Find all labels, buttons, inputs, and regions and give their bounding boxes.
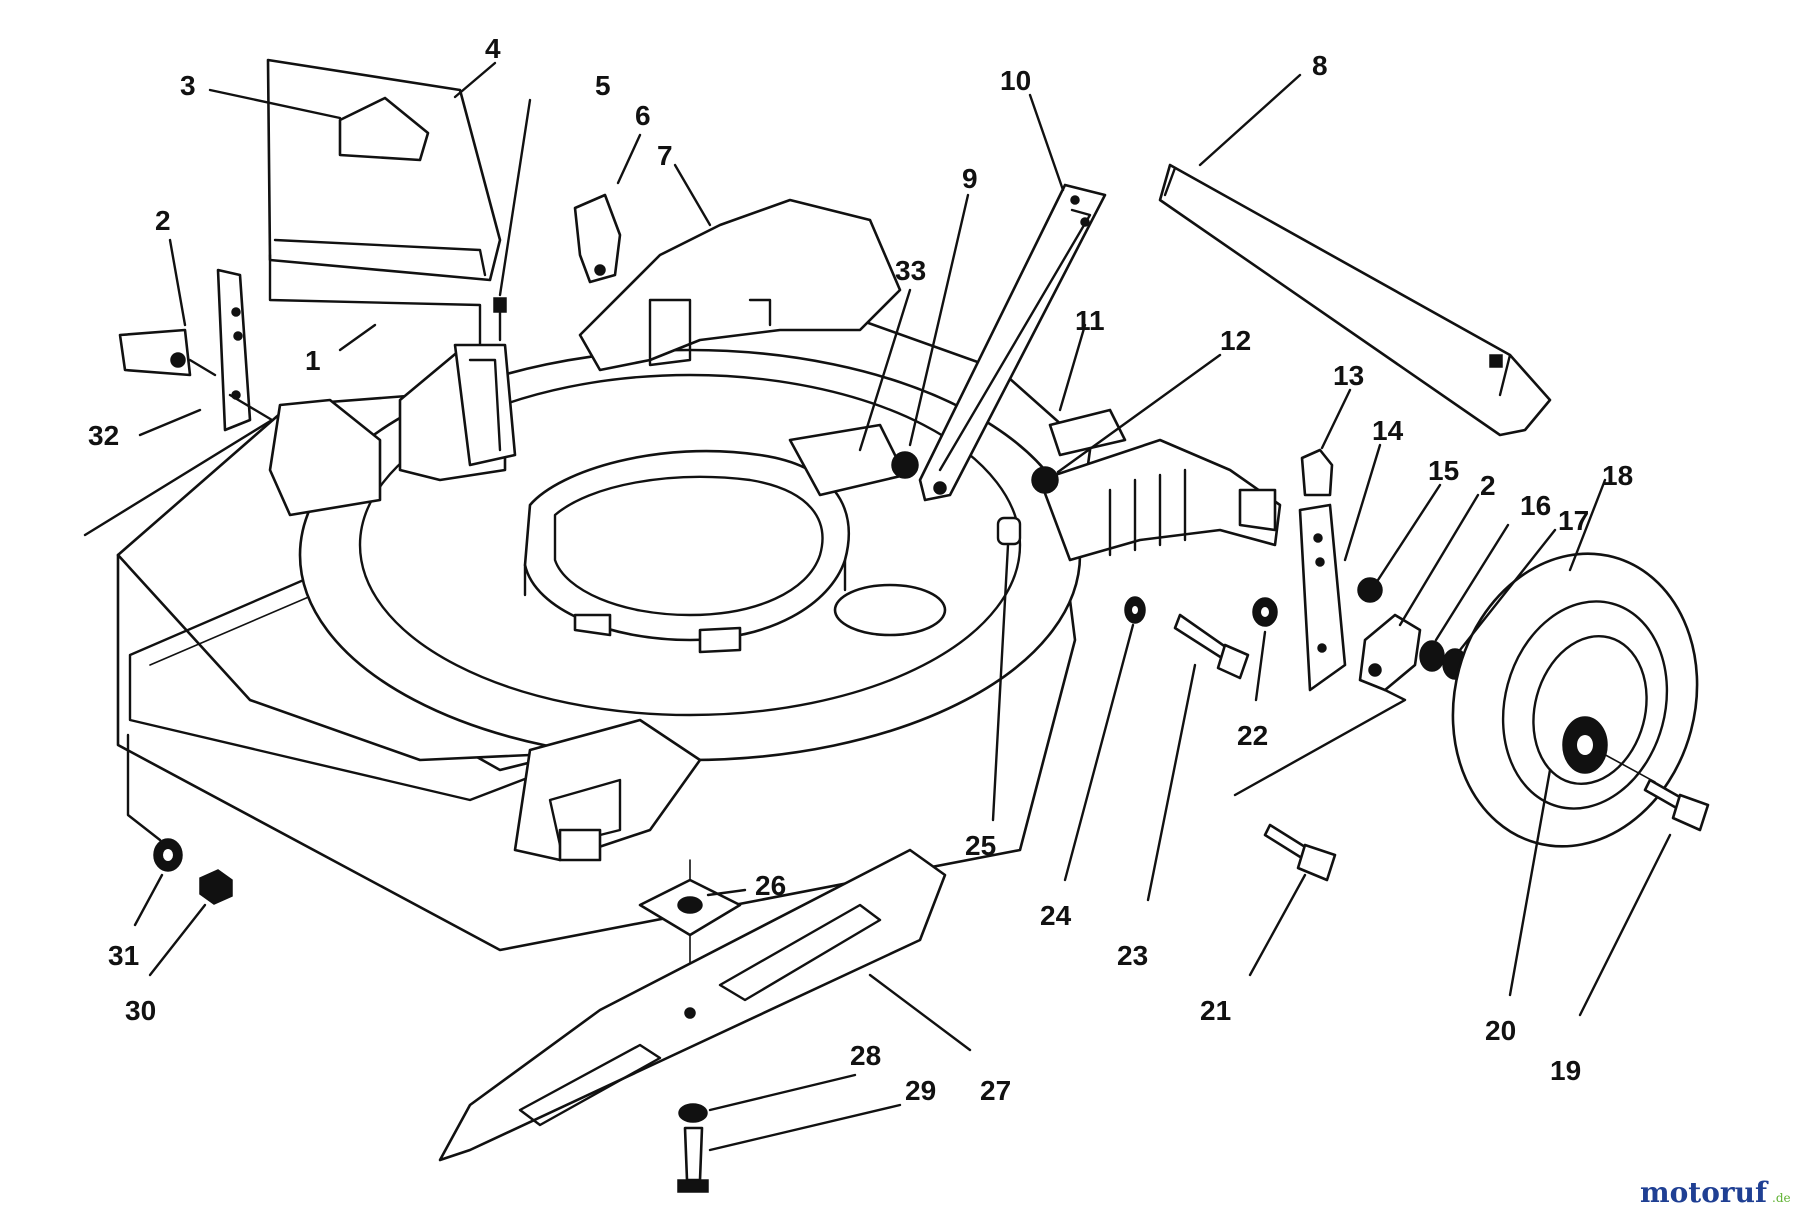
bearing-16 [1419,640,1445,672]
handle-bracket-10 [918,183,1107,502]
callout-17: 17 [1558,505,1589,536]
callout-24: 24 [1040,900,1072,931]
callout-14: 14 [1372,415,1404,446]
motoruf-watermark: motoruf .de [1640,1176,1791,1209]
callout-32: 32 [88,420,119,451]
callout-15: 15 [1428,455,1459,486]
mower-blade-27 [438,848,947,1162]
callout-18: 18 [1602,460,1633,491]
callout-9: 9 [962,163,978,194]
callout-30: 30 [125,995,156,1026]
callout-13: 13 [1333,360,1364,391]
callout-22: 22 [1237,720,1268,751]
rear-shield-flap [266,58,502,282]
height-adjuster-plate-left [83,268,274,537]
wheel-bolt-19 [1599,751,1710,832]
cap-13 [1300,448,1334,497]
shield-hinge-rod [268,253,482,347]
callout-2-left: 2 [155,205,171,236]
bolt-23 [1173,613,1250,680]
axle-bolt-21 [1263,823,1337,882]
callout-2-right: 2 [1480,470,1496,501]
callout-1: 1 [305,345,321,376]
decal-11 [1048,408,1127,457]
callout-19: 19 [1550,1055,1581,1086]
watermark-brand: motoruf [1640,1176,1769,1209]
nut-15 [1357,577,1383,603]
washer-28 [678,1103,708,1123]
nut-30 [199,869,233,905]
callout-16: 16 [1520,490,1551,521]
callout-10: 10 [1000,65,1031,96]
part-callouts: 4 3 1 5 6 7 2 32 8 10 9 33 11 12 13 14 1… [88,33,1633,1106]
callout-6: 6 [635,100,651,131]
callout-12: 12 [1220,325,1251,356]
screw-5 [493,297,507,342]
washer-31 [126,733,183,872]
washer-22 [1252,597,1278,627]
callout-29: 29 [905,1075,936,1106]
mower-deck-housing [116,198,1282,952]
callout-26: 26 [755,870,786,901]
blade-bolt-29 [677,1126,709,1193]
callout-28: 28 [850,1040,881,1071]
height-adjuster-plate-right [1298,503,1347,692]
hinge-plate-6 [573,193,622,284]
callout-27: 27 [980,1075,1011,1106]
callout-20: 20 [1485,1015,1516,1046]
callout-31: 31 [108,940,139,971]
shield-bracket [453,343,517,467]
callout-21: 21 [1200,995,1231,1026]
nut-12 [1031,466,1059,494]
callout-7: 7 [657,140,673,171]
callout-5: 5 [595,70,611,101]
grass-deflector-8 [1158,163,1552,437]
wheel-bracket-2 [1233,613,1422,797]
callout-leaders [133,61,1672,1152]
callout-3: 3 [180,70,196,101]
spacer-25 [996,516,1022,546]
callout-25: 25 [965,830,996,861]
washer-24 [1124,596,1146,624]
callout-23: 23 [1117,940,1148,971]
callout-11: 11 [1075,305,1105,336]
callout-8: 8 [1312,50,1328,81]
callout-33: 33 [895,255,926,286]
watermark-tld: .de [1772,1191,1791,1205]
callout-4: 4 [485,33,501,64]
nut-9 [891,451,919,479]
